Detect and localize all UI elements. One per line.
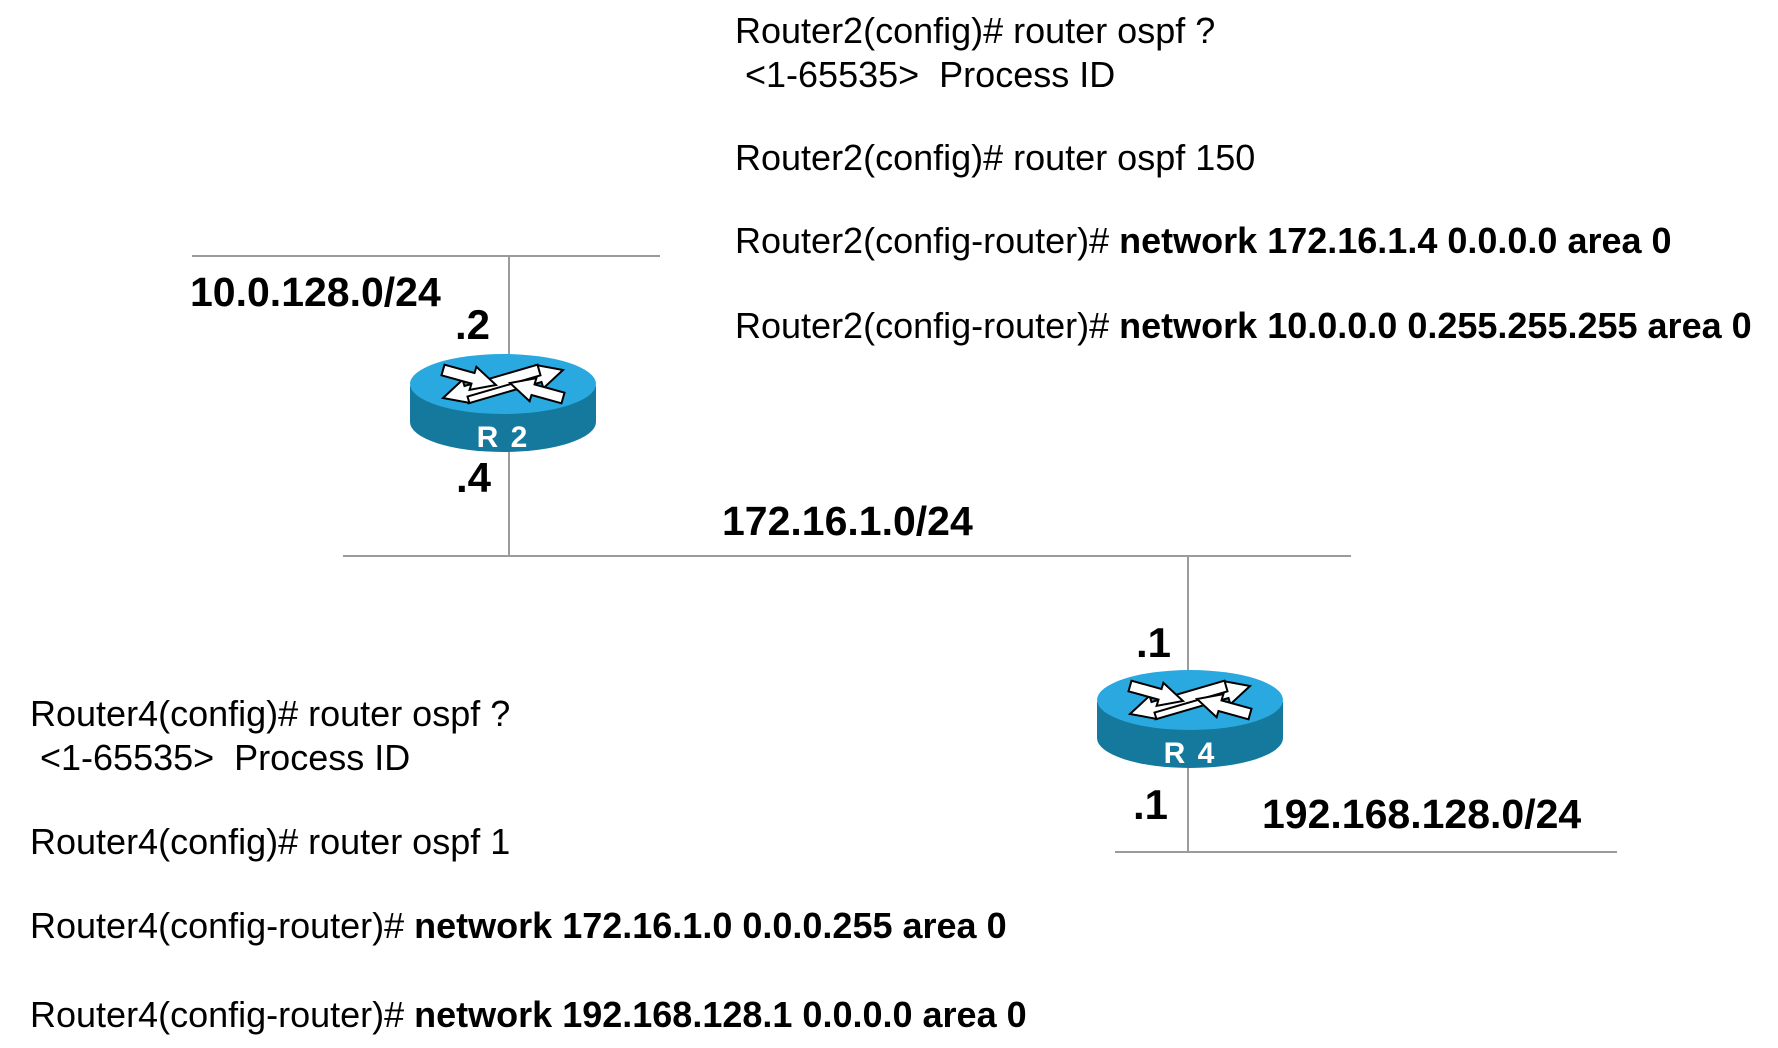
- console-line: Router2(config-router)# network 10.0.0.0…: [735, 305, 1752, 346]
- console-line: <1-65535> Process ID: [735, 54, 1116, 95]
- interface-label-r4-dot1-bottom: .1: [1133, 781, 1169, 828]
- router-r4: R 4: [1095, 670, 1285, 770]
- console-line: Router4(config-router)# network 192.168.…: [30, 994, 1027, 1035]
- router-name-label: R 4: [1164, 737, 1217, 770]
- network-label-172.16.1.0: 172.16.1.0/24: [722, 498, 973, 544]
- interface-label-r2-dot4: .4: [456, 454, 492, 501]
- console-line: Router4(config)# router ospf 1: [30, 821, 511, 862]
- router-r2: R 2: [408, 354, 598, 454]
- network-label-10.0.128.0: 10.0.128.0/24: [190, 269, 441, 315]
- router-icon: R 4: [1097, 670, 1283, 770]
- interface-label-r2-dot2: .2: [455, 301, 491, 348]
- network-label-192.168.128.0: 192.168.128.0/24: [1262, 791, 1582, 837]
- console-line: Router2(config)# router ospf ?: [735, 10, 1216, 51]
- link-segment-10.0.128.0: [192, 255, 660, 257]
- router-name-label: R 2: [477, 421, 530, 454]
- console-line: Router2(config-router)# network 172.16.1…: [735, 220, 1672, 261]
- console-line: Router4(config-router)# network 172.16.1…: [30, 905, 1007, 946]
- link-segment-192.168.128.0: [1115, 851, 1617, 853]
- router-arrows-icon: [440, 363, 566, 405]
- router-arrows-icon: [1127, 679, 1253, 721]
- console-line: <1-65535> Process ID: [30, 737, 411, 778]
- console-line: Router4(config)# router ospf ?: [30, 693, 511, 734]
- console-line: Router2(config)# router ospf 150: [735, 137, 1256, 178]
- interface-label-r4-dot1-top: .1: [1136, 619, 1172, 666]
- router-icon: R 2: [410, 354, 596, 454]
- link-segment-172.16.1.0: [343, 555, 1351, 557]
